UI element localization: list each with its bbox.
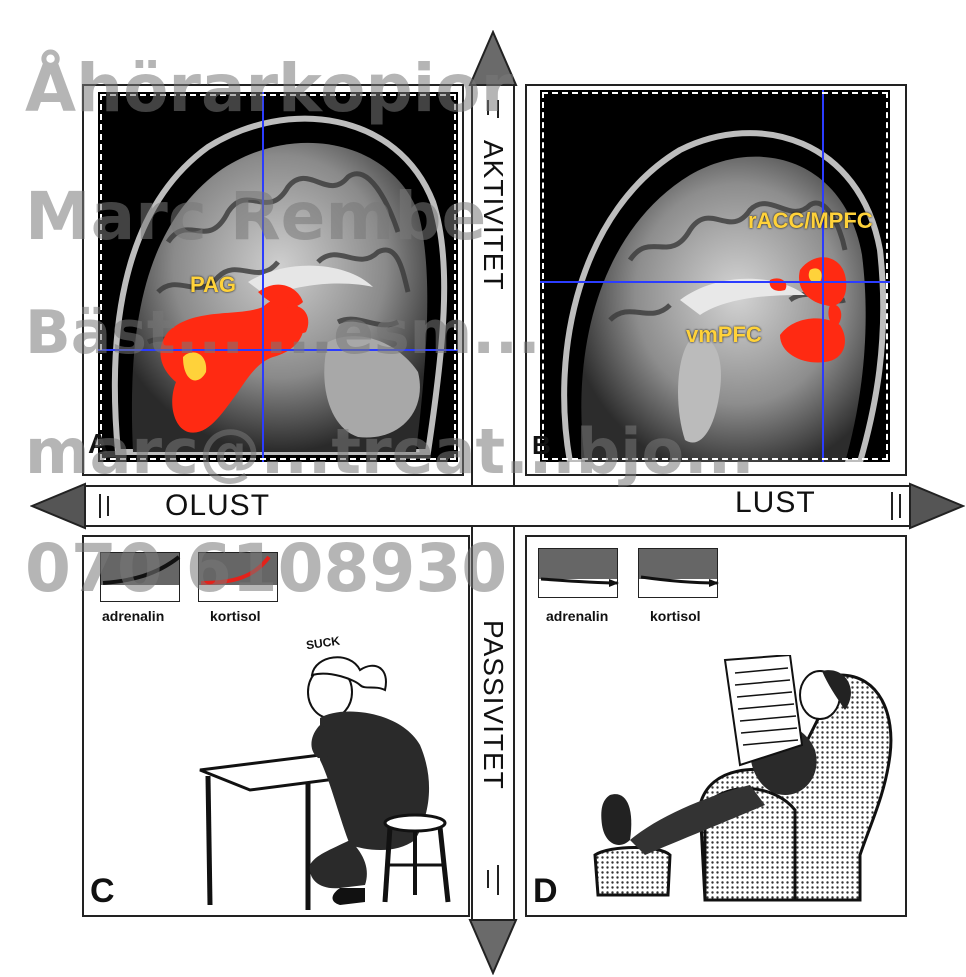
gauge-label-kortisol-c: kortisol	[210, 608, 261, 624]
panel-letter-d: D	[533, 872, 558, 911]
watermark-line-2: Marc Rembe	[25, 178, 486, 255]
region-label-racc-mpfc: rACC/MPFC	[748, 208, 873, 234]
stressed-person-illustration	[190, 640, 460, 910]
watermark-line-1: Åhörarkopior	[25, 50, 513, 127]
region-label-vmpfc: vmPFC	[686, 322, 762, 348]
axis-label-passivitet: PASSIVITET	[477, 620, 509, 790]
kortisol-curve-d	[639, 549, 719, 599]
panel-letter-c: C	[90, 872, 115, 911]
watermark-line-5: 070 6108930	[25, 530, 507, 607]
region-label-pag: PAG	[190, 272, 236, 298]
watermark-line-3: Bäst... ...esm...	[25, 298, 541, 368]
gauge-kortisol-d	[638, 548, 718, 598]
brain-sagittal-a-image	[98, 92, 458, 462]
gauge-adrenalin-d	[538, 548, 618, 598]
watermark-line-4: marc@...treat...bjo...	[25, 415, 755, 488]
gauge-label-adrenalin-c: adrenalin	[102, 608, 164, 624]
axis-label-lust: LUST	[735, 486, 816, 520]
brain-sagittal-b-image	[540, 90, 890, 462]
adrenalin-curve-d	[539, 549, 619, 599]
brain-scan-b	[540, 90, 890, 462]
relaxed-person-illustration	[590, 655, 900, 910]
gauge-label-adrenalin-d: adrenalin	[546, 608, 608, 624]
brain-scan-a	[98, 92, 458, 462]
axis-label-olust: OLUST	[165, 489, 270, 523]
gauge-label-kortisol-d: kortisol	[650, 608, 701, 624]
